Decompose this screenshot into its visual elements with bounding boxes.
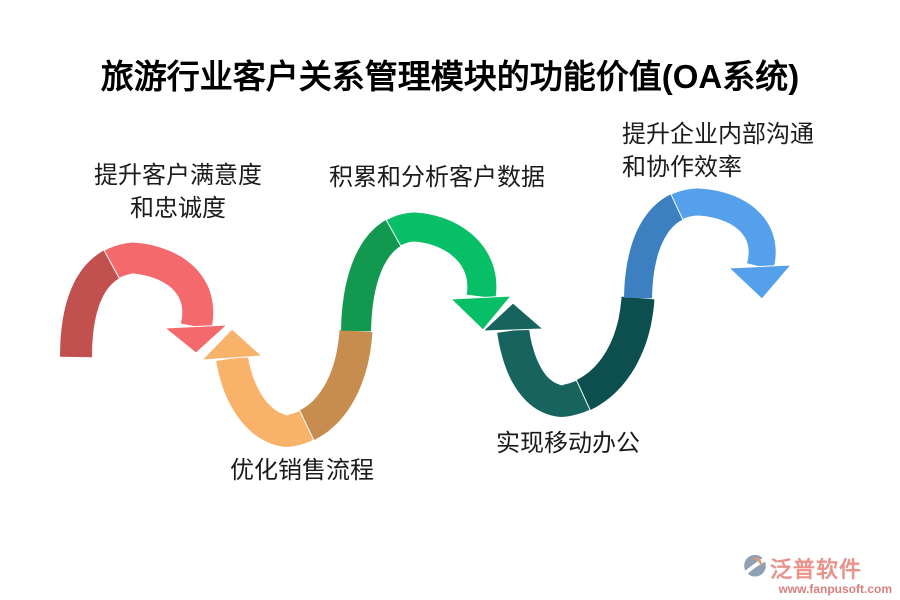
step-label-line: 优化销售流程	[230, 457, 374, 484]
step-label-line: 提升客户满意度	[94, 162, 262, 189]
arrow-customer-satisfaction-arrowhead-down	[163, 324, 229, 354]
arrow-customer-data-ribbon-light	[385, 211, 498, 300]
step-label-internal-communication: 提升企业内部沟通 和协作效率	[622, 118, 872, 184]
step-label-mobile-office: 实现移动办公	[448, 427, 688, 460]
arrow-sales-process-ribbon-dark	[284, 329, 373, 448]
arrow-mobile-office-ribbon-light	[496, 327, 591, 418]
arrow-customer-data-arrowhead-down	[449, 295, 513, 331]
step-label-customer-data: 积累和分析客户数据	[307, 161, 567, 194]
arrow-internal-communication-ribbon-dark	[624, 188, 699, 299]
fanpu-url-text: www.fanpusoft.com	[778, 582, 892, 596]
fanpu-brand-text: 泛普软件	[770, 557, 863, 582]
arrow-sales-process-arrowhead-up	[200, 328, 264, 361]
arrow-customer-satisfaction-ribbon-light	[103, 241, 215, 331]
arrow-customer-data-ribbon-dark	[341, 212, 416, 332]
page-title: 旅游行业客户关系管理模块的功能价值(OA系统)	[100, 58, 800, 95]
step-label-line: 和协作效率	[622, 154, 742, 181]
step-label-line: 和忠诚度	[130, 195, 226, 222]
arrow-internal-communication-ribbon-light	[670, 187, 777, 272]
arrow-mobile-office-arrowhead-up	[481, 302, 545, 332]
fanpu-watermark: 泛普软件 www.fanpusoft.com	[742, 552, 892, 596]
step-label-line: 提升企业内部沟通	[622, 121, 814, 148]
arrow-internal-communication-arrowhead-down	[727, 264, 793, 300]
step-label-customer-satisfaction: 提升客户满意度 和忠诚度	[58, 159, 298, 225]
fanpu-logo-icon	[743, 554, 768, 577]
step-label-sales-process: 优化销售流程	[182, 454, 422, 487]
step-label-line: 实现移动办公	[496, 430, 640, 457]
arrow-sales-process-ribbon-light	[215, 354, 315, 448]
arrow-mobile-office-ribbon-dark	[559, 296, 655, 418]
step-label-line: 积累和分析客户数据	[329, 164, 545, 191]
